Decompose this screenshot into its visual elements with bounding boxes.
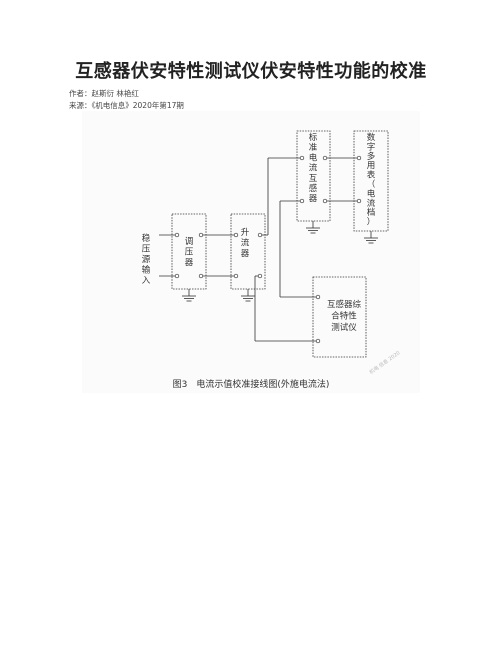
label-tester-line: 测试仪 xyxy=(331,322,357,333)
label-multimeter-char: 用 xyxy=(367,161,376,171)
label-multimeter-char: 档 xyxy=(367,207,376,218)
label-booster-char: 流 xyxy=(241,238,250,249)
regulator-box xyxy=(171,213,207,290)
label-booster-char: 升 xyxy=(241,227,250,238)
label-source-input-char: 输 xyxy=(142,265,151,276)
booster-box xyxy=(230,213,266,290)
standard-ct-box xyxy=(296,130,331,222)
tester-box xyxy=(312,276,367,358)
label-multimeter-char: 字 xyxy=(367,141,376,152)
label-standard-ct-char: 流 xyxy=(309,163,318,174)
author-line: 作者：赵斯衍 林艳红 xyxy=(69,89,139,98)
label-tester-line: 互感器综 xyxy=(327,299,362,310)
ground-icon xyxy=(364,231,378,244)
label-booster-char: 器 xyxy=(241,249,250,259)
wiring-diagram-figure: 稳压源输入调压器升流器标准电流互感器数字多用表（电流档）互感器综合特性测试仪 图… xyxy=(82,111,420,393)
label-multimeter-char: 多 xyxy=(367,151,376,162)
wires xyxy=(159,157,359,342)
label-source-input-char: 压 xyxy=(142,245,151,255)
label-source-input-char: 稳 xyxy=(142,233,151,244)
label-source-input-char: 源 xyxy=(142,255,151,265)
ground-symbols xyxy=(182,221,378,302)
terminals xyxy=(174,155,362,344)
label-multimeter-char: 数 xyxy=(367,132,376,143)
label-multimeter-char: 表 xyxy=(367,170,376,181)
label-standard-ct-char: 互 xyxy=(309,174,318,184)
label-multimeter-char: （ xyxy=(367,179,376,190)
label-regulator-char: 器 xyxy=(185,258,194,268)
multimeter-box xyxy=(353,130,389,232)
document-title: 互感器伏安特性测试仪伏安特性功能的校准 xyxy=(75,61,427,82)
source-line: 来源：《机电信息》2020年第17期 xyxy=(69,101,184,110)
label-standard-ct-char: 器 xyxy=(309,194,318,204)
label-regulator-char: 压 xyxy=(185,248,194,258)
label-standard-ct-char: 标 xyxy=(309,132,318,143)
label-standard-ct-char: 准 xyxy=(309,142,318,153)
label-multimeter-char: 电 xyxy=(367,188,376,199)
ground-icon xyxy=(182,289,196,302)
label-standard-ct-char: 感 xyxy=(309,183,318,194)
label-multimeter-char: 流 xyxy=(367,198,376,209)
ground-icon xyxy=(241,289,255,302)
label-multimeter-char: ） xyxy=(367,217,376,228)
label-regulator-char: 调 xyxy=(185,237,194,247)
figure-caption: 图3 电流示值校准接线图(外施电流法) xyxy=(172,380,330,390)
label-standard-ct-char: 电 xyxy=(309,152,318,163)
label-source-input-char: 入 xyxy=(142,276,151,286)
ground-icon xyxy=(306,221,320,234)
label-tester-line: 合特性 xyxy=(331,311,357,322)
